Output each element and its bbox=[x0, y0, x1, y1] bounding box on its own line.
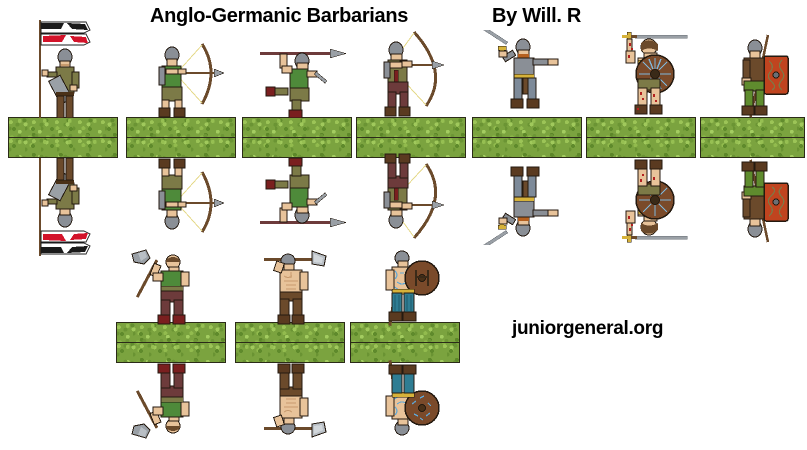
woad-warrior-shield-figure bbox=[362, 246, 452, 331]
axe-head bbox=[131, 249, 151, 265]
standard-bearer-figure bbox=[34, 15, 96, 123]
archer-maroon-figure bbox=[368, 28, 464, 123]
grass-base-strip bbox=[8, 117, 118, 158]
mail-swordsman-figure bbox=[470, 22, 570, 123]
rune-device bbox=[415, 270, 429, 286]
grass-base-strip bbox=[242, 117, 352, 158]
mail-swordsman-figure-mirror bbox=[470, 152, 570, 253]
spearman-red-shield-figure-mirror bbox=[722, 152, 802, 247]
grass-base-strip bbox=[700, 117, 805, 158]
spearman-green-figure-mirror bbox=[252, 153, 352, 238]
archer-green-figure-mirror bbox=[146, 153, 228, 234]
barbarian-banner bbox=[40, 21, 91, 46]
rect-shield bbox=[763, 55, 789, 95]
author-credit: By Will. R bbox=[492, 5, 582, 27]
website-credit: juniorgeneral.org bbox=[512, 318, 664, 339]
axeman-bare-chested-figure bbox=[250, 248, 332, 331]
grass-base-strip bbox=[356, 117, 466, 158]
blood-splatter bbox=[628, 43, 657, 110]
spearman-red-shield-figure bbox=[722, 30, 802, 125]
archer-maroon-figure-mirror bbox=[368, 147, 464, 242]
grass-base-strip bbox=[586, 117, 696, 158]
grass-base-strip bbox=[235, 322, 345, 363]
grass-base-strip bbox=[116, 322, 226, 363]
berserker-round-shield-figure-mirror bbox=[600, 150, 696, 250]
berserker-round-shield-figure bbox=[600, 24, 696, 124]
axe-head bbox=[311, 250, 327, 267]
grass-base-strip bbox=[350, 322, 460, 363]
round-shield-rune bbox=[404, 260, 440, 296]
grass-base-strip bbox=[472, 117, 582, 158]
spearman-green-figure bbox=[252, 38, 352, 123]
archer-green-figure bbox=[146, 42, 228, 123]
bearer-body bbox=[41, 48, 80, 119]
standard-bearer-figure-mirror bbox=[34, 153, 96, 261]
page-title: Anglo-Germanic Barbarians bbox=[150, 5, 409, 27]
axeman-green-figure-mirror bbox=[128, 357, 208, 440]
woad-warrior-shield-figure-mirror bbox=[362, 355, 452, 440]
grass-base-strip bbox=[126, 117, 236, 158]
axeman-bare-chested-figure-mirror bbox=[250, 357, 332, 440]
axeman-green-figure bbox=[128, 248, 208, 331]
